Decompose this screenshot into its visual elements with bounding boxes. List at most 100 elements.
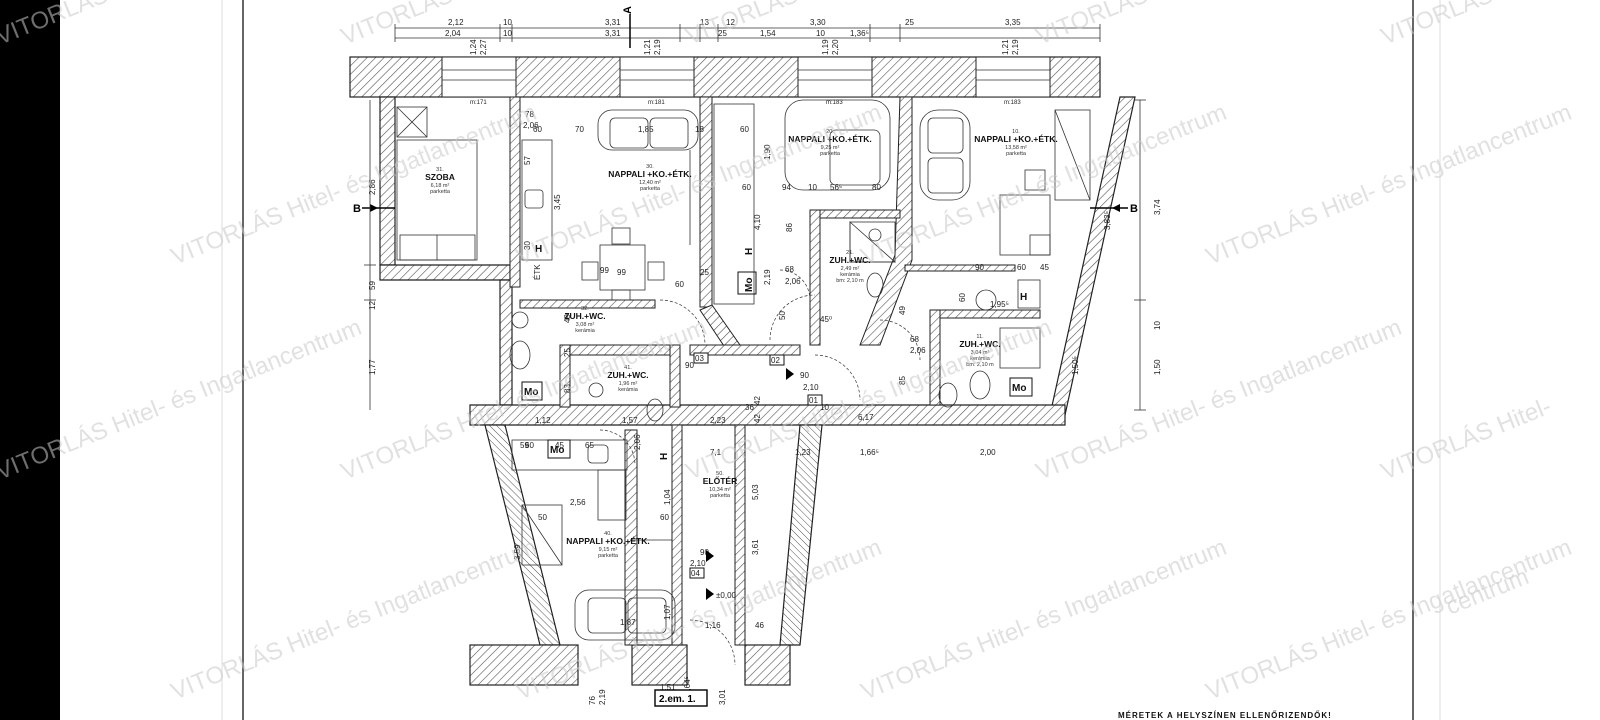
svg-text:ZUH.+WC.: ZUH.+WC. bbox=[959, 339, 1000, 349]
win4-dim-b: 2,19 bbox=[1011, 39, 1020, 55]
svg-text:30.: 30. bbox=[646, 164, 654, 170]
svg-text:SZOBA: SZOBA bbox=[425, 172, 455, 182]
svg-text:3,61: 3,61 bbox=[751, 539, 760, 555]
win3-dim-b: 2,20 bbox=[831, 39, 840, 55]
interior-walls bbox=[509, 96, 1041, 646]
svg-text:1,16: 1,16 bbox=[705, 621, 721, 630]
top-dim-5: 12 bbox=[726, 18, 735, 27]
svg-text:9,25 m²: 9,25 m² bbox=[821, 145, 840, 151]
svg-text:NAPPALI +KO.+ÉTK.: NAPPALI +KO.+ÉTK. bbox=[974, 134, 1057, 144]
svg-text:3,74: 3,74 bbox=[1153, 199, 1162, 215]
svg-text:6,17: 6,17 bbox=[858, 413, 874, 422]
window-label-4: m:183 bbox=[1004, 100, 1021, 106]
svg-text:kerámia: kerámia bbox=[970, 356, 991, 362]
svg-text:parketta: parketta bbox=[640, 186, 661, 192]
win1-dim-b: 2,27 bbox=[479, 39, 488, 55]
svg-text:ZUH.+WC.: ZUH.+WC. bbox=[607, 370, 648, 380]
svg-text:ELŐTÉR: ELŐTÉR bbox=[703, 475, 737, 486]
svg-text:5,03: 5,03 bbox=[751, 484, 760, 500]
svg-text:86: 86 bbox=[785, 223, 794, 232]
svg-text:18: 18 bbox=[695, 125, 704, 134]
svg-text:60: 60 bbox=[533, 125, 542, 134]
room-41-label: 41. ZUH.+WC. 1,96 m² kerámia bbox=[607, 365, 648, 393]
room-32-label: 32. ZUH.+WC. 3,08 m² kerámia bbox=[564, 306, 605, 334]
h-symbol-3: H bbox=[659, 453, 670, 460]
top-dim-2: 10 bbox=[503, 18, 512, 27]
appliance-symbols: Mo Mo Mo Mo H H H bbox=[521, 248, 1033, 460]
svg-text:1,51: 1,51 bbox=[660, 683, 676, 692]
svg-text:1,50: 1,50 bbox=[1153, 359, 1162, 375]
svg-text:NAPPALI +KO.+ÉTK.: NAPPALI +KO.+ÉTK. bbox=[608, 169, 691, 179]
svg-text:7,1: 7,1 bbox=[710, 448, 722, 457]
svg-text:±0,00: ±0,00 bbox=[716, 591, 737, 600]
svg-text:1,90: 1,90 bbox=[763, 144, 772, 160]
mo-symbol-2: Mo bbox=[550, 445, 564, 456]
h-symbol-1: H bbox=[744, 248, 755, 255]
svg-text:1,64⁵: 1,64⁵ bbox=[683, 676, 692, 695]
section-b-markers: B B bbox=[353, 203, 1138, 215]
svg-text:parketta: parketta bbox=[430, 189, 451, 195]
svg-text:85: 85 bbox=[898, 376, 907, 385]
svg-text:59: 59 bbox=[520, 441, 529, 450]
svg-text:4,10: 4,10 bbox=[753, 214, 762, 230]
svg-text:kerámia: kerámia bbox=[840, 272, 861, 278]
svg-text:2,19: 2,19 bbox=[598, 689, 607, 705]
svg-text:1,85: 1,85 bbox=[638, 125, 654, 134]
door-swings bbox=[599, 269, 921, 666]
room-10-label: 10. NAPPALI +KO.+ÉTK. 13,58 m² parketta bbox=[974, 129, 1057, 157]
svg-text:1,87: 1,87 bbox=[620, 618, 636, 627]
svg-text:10,34 m²: 10,34 m² bbox=[709, 487, 731, 493]
svg-text:1,77: 1,77 bbox=[368, 359, 377, 375]
svg-text:41.: 41. bbox=[624, 365, 632, 371]
svg-text:2,10: 2,10 bbox=[803, 383, 819, 392]
svg-text:94: 94 bbox=[782, 183, 791, 192]
svg-text:2,49 m²: 2,49 m² bbox=[841, 266, 860, 272]
svg-text:46: 46 bbox=[755, 621, 764, 630]
top-dim-7: 25 bbox=[905, 18, 914, 27]
svg-text:3,59: 3,59 bbox=[513, 544, 522, 560]
top-dim2-7: 1,36⁵ bbox=[850, 29, 869, 38]
svg-text:1,57: 1,57 bbox=[622, 416, 638, 425]
svg-text:45: 45 bbox=[555, 441, 564, 450]
svg-text:49: 49 bbox=[563, 314, 572, 323]
exterior-walls bbox=[379, 96, 1136, 686]
room-labels: 31. SZOBA 6,18 m² parketta 30. NAPPALI +… bbox=[425, 129, 1058, 559]
svg-text:2,06: 2,06 bbox=[785, 277, 801, 286]
top-dim-4: 13 bbox=[700, 18, 709, 27]
svg-text:3,45: 3,45 bbox=[553, 194, 562, 210]
top-dim2-6: 10 bbox=[816, 29, 825, 38]
top-dimension-row-1: 2,12 10 3,31 13 12 3,30 25 3,35 bbox=[448, 18, 1021, 27]
win2-dim-b: 2,19 bbox=[653, 39, 662, 55]
svg-text:ZUH.+WC.: ZUH.+WC. bbox=[564, 311, 605, 321]
svg-text:42: 42 bbox=[753, 396, 762, 405]
svg-text:2,86: 2,86 bbox=[368, 179, 377, 195]
section-a-label: A bbox=[622, 6, 634, 14]
svg-text:1,66⁵: 1,66⁵ bbox=[860, 448, 879, 457]
svg-text:45: 45 bbox=[1040, 263, 1049, 272]
svg-text:57: 57 bbox=[523, 156, 532, 165]
room-11-label: 11. ZUH.+WC. 3,04 m² kerámia bm: 2,10 m bbox=[959, 334, 1000, 368]
svg-text:25: 25 bbox=[700, 268, 709, 277]
svg-text:1,50⁵: 1,50⁵ bbox=[1071, 356, 1080, 375]
window-label-3: m:183 bbox=[826, 100, 843, 106]
svg-text:1,07: 1,07 bbox=[663, 604, 672, 620]
window-dimensions: 1,24 2,27 1,21 2,19 1,19 2,20 1,21 2,19 bbox=[469, 39, 1020, 55]
top-dim2-4: 25 bbox=[718, 29, 727, 38]
top-dim2-1: 2,04 bbox=[445, 29, 461, 38]
svg-text:60: 60 bbox=[1017, 263, 1026, 272]
top-dim-8: 3,35 bbox=[1005, 18, 1021, 27]
room-20-label: 20. NAPPALI +KO.+ÉTK. 9,25 m² parketta bbox=[788, 129, 871, 157]
svg-text:90: 90 bbox=[800, 371, 809, 380]
svg-text:kerámia: kerámia bbox=[618, 387, 639, 393]
left-dimension-lines bbox=[364, 100, 376, 410]
svg-text:1,12: 1,12 bbox=[535, 416, 551, 425]
svg-text:90: 90 bbox=[700, 548, 709, 557]
svg-text:45⁰: 45⁰ bbox=[820, 315, 832, 324]
svg-text:NAPPALI +KO.+ÉTK.: NAPPALI +KO.+ÉTK. bbox=[788, 134, 871, 144]
svg-text:3,01: 3,01 bbox=[718, 689, 727, 705]
svg-text:parketta: parketta bbox=[598, 553, 619, 559]
svg-text:25: 25 bbox=[563, 348, 572, 357]
win2-dim-a: 1,21 bbox=[643, 39, 652, 55]
top-dim-3: 3,31 bbox=[605, 18, 621, 27]
room-21-label: 21. ZUH.+WC. 2,49 m² kerámia bm: 2,10 m bbox=[829, 250, 870, 284]
